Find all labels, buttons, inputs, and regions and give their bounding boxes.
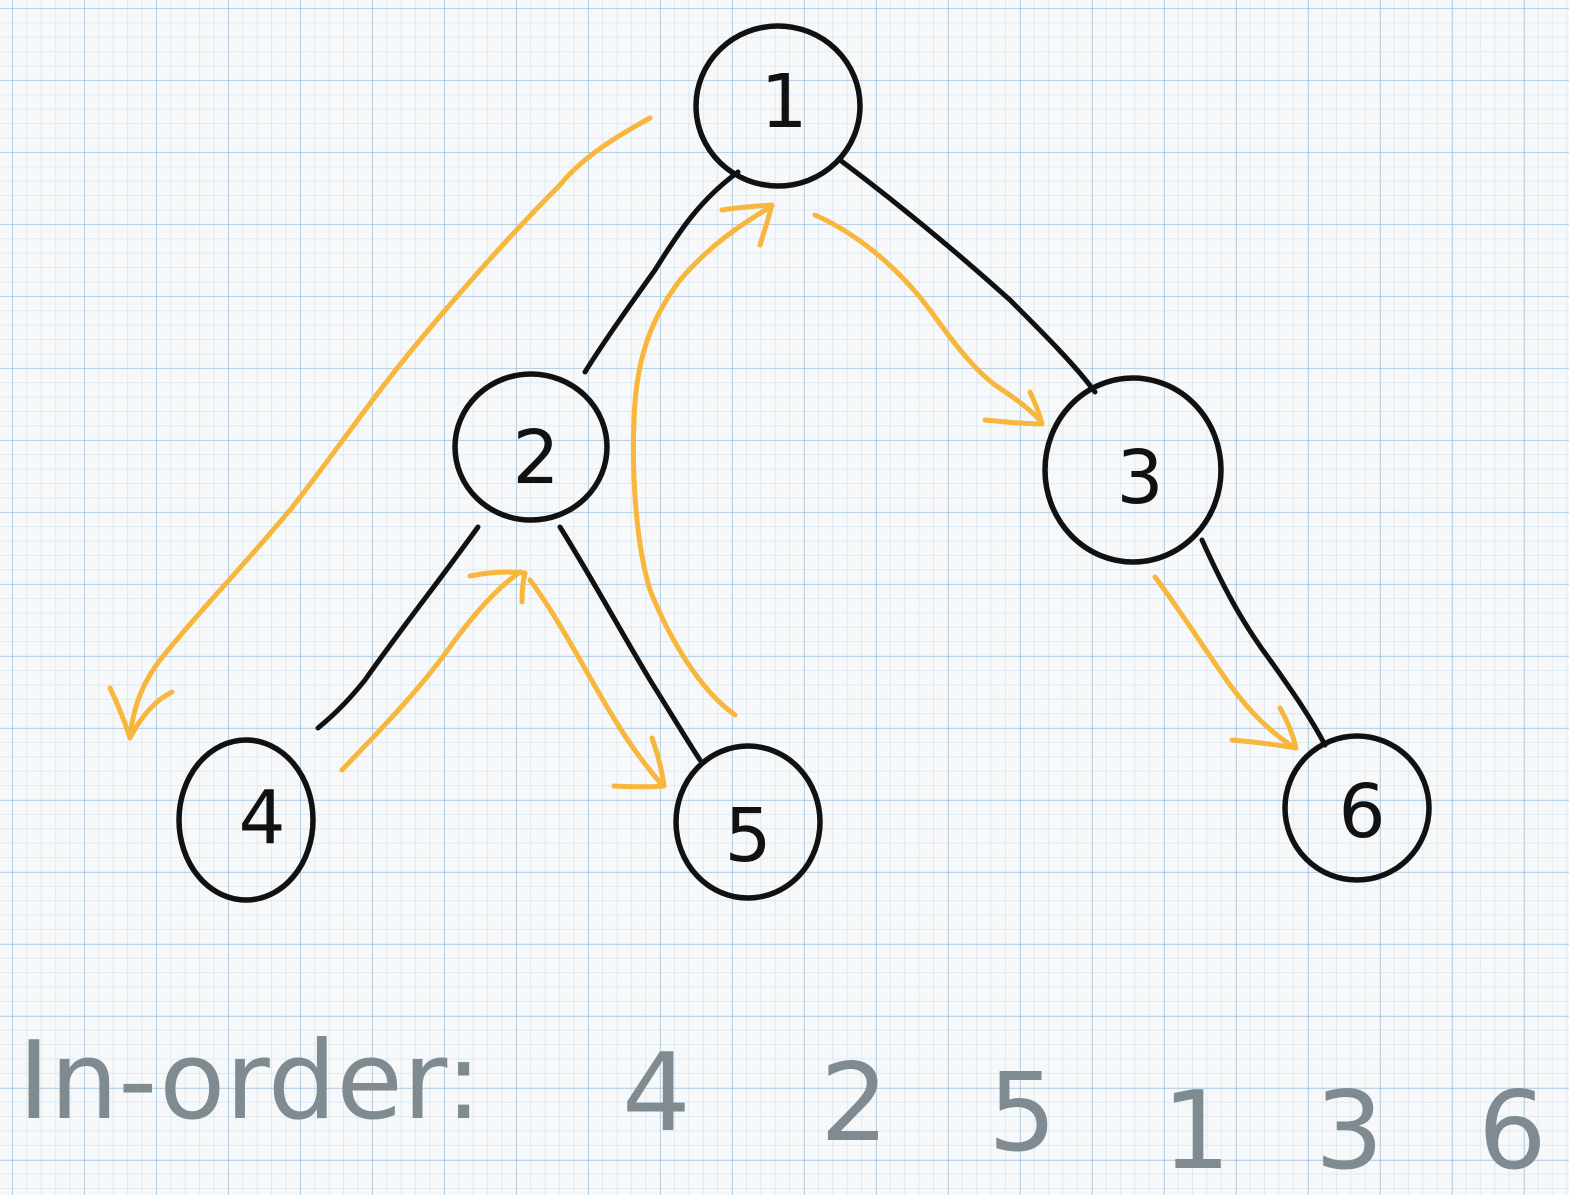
in-order-value-3: 5 bbox=[988, 1051, 1057, 1176]
tree-node-1: 1 bbox=[693, 23, 863, 189]
in-order-label: In-order: bbox=[18, 1019, 482, 1144]
edge-2-4 bbox=[315, 524, 481, 731]
arrow-root-to-3 bbox=[812, 212, 1043, 423]
node-4-circle bbox=[176, 737, 316, 903]
arrow-root-to-3-head bbox=[982, 389, 1045, 427]
tree-node-5: 5 bbox=[673, 743, 823, 901]
node-5-label: 5 bbox=[724, 793, 771, 879]
arrow-2-to-5 bbox=[527, 577, 665, 788]
node-2-circle bbox=[452, 371, 610, 523]
tree-node-3: 3 bbox=[1042, 375, 1224, 565]
in-order-value-4: 1 bbox=[1162, 1069, 1231, 1194]
edge-3-6 bbox=[1199, 537, 1328, 748]
traversal-arrows bbox=[107, 115, 1299, 790]
node-2-label: 2 bbox=[512, 415, 559, 501]
arrow-4-to-2-head bbox=[467, 569, 528, 605]
in-order-result: In-order: 4 2 5 1 3 6 bbox=[18, 1019, 1547, 1194]
edge-2-5 bbox=[557, 524, 703, 763]
tree-node-2: 2 bbox=[452, 371, 610, 523]
edge-1-3 bbox=[837, 157, 1098, 395]
tree-nodes: 1 2 3 4 5 6 bbox=[176, 23, 1432, 903]
arrow-2-to-5-head bbox=[611, 735, 667, 790]
arrow-3-to-6 bbox=[1152, 574, 1298, 751]
arrow-5-to-root bbox=[630, 203, 775, 718]
in-order-value-1: 4 bbox=[622, 1031, 691, 1156]
arrow-root-to-4 bbox=[127, 115, 653, 738]
arrow-3-to-6-head bbox=[1229, 705, 1299, 751]
node-6-label: 6 bbox=[1338, 769, 1385, 855]
edge-1-2 bbox=[582, 169, 741, 375]
tree-node-6: 6 bbox=[1282, 733, 1432, 883]
arrow-4-to-2 bbox=[339, 569, 523, 773]
arrow-5-to-root-head bbox=[719, 202, 775, 248]
in-order-value-5: 3 bbox=[1315, 1069, 1384, 1194]
tree-edges bbox=[315, 157, 1328, 763]
arrow-root-to-4-head bbox=[107, 685, 175, 741]
node-4-label: 4 bbox=[238, 775, 285, 861]
node-3-circle bbox=[1042, 375, 1224, 565]
in-order-value-2: 2 bbox=[820, 1041, 889, 1166]
tree-node-4: 4 bbox=[176, 737, 316, 903]
node-3-label: 3 bbox=[1116, 435, 1163, 521]
node-5-circle bbox=[673, 743, 823, 901]
in-order-value-6: 6 bbox=[1478, 1069, 1547, 1194]
node-1-label: 1 bbox=[760, 59, 807, 145]
node-1-circle bbox=[693, 23, 863, 189]
node-6-circle bbox=[1282, 733, 1432, 883]
